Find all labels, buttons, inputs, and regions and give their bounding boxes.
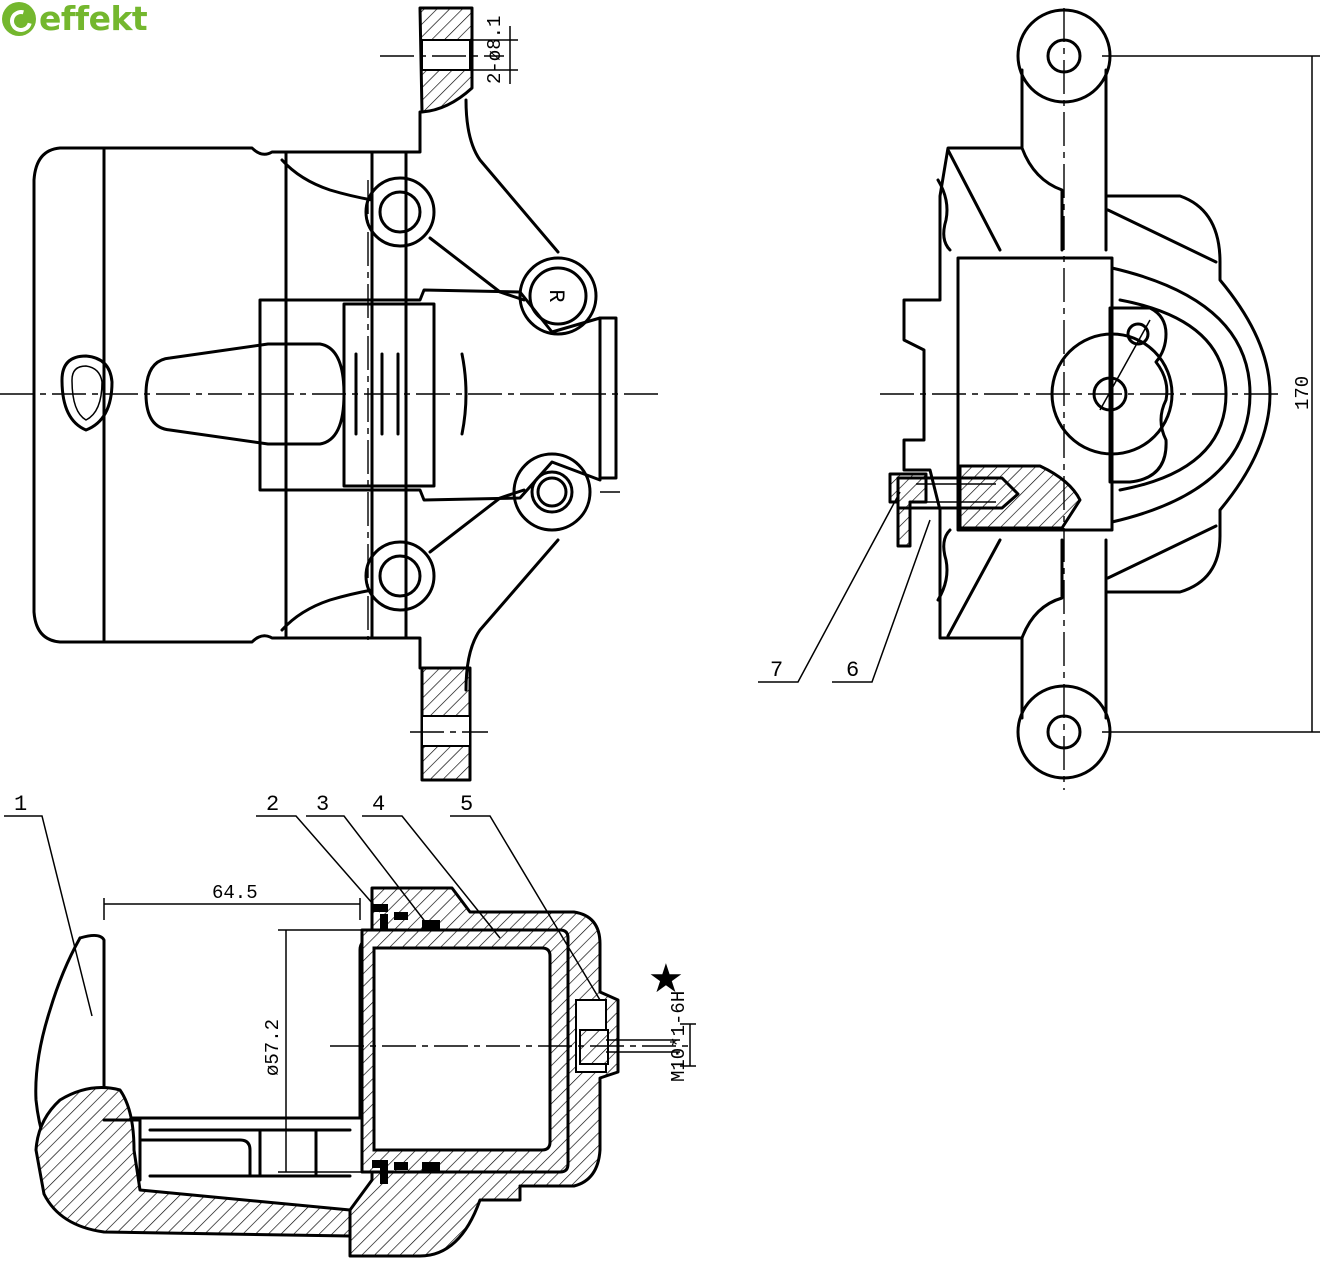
part-label-3: 3 xyxy=(316,792,329,817)
thread-spec-label: M10*1-6H xyxy=(668,991,690,1082)
caliper-housing xyxy=(32,110,422,670)
part-label-7: 7 xyxy=(770,658,783,683)
top-view xyxy=(0,6,660,782)
bleed-boss-r xyxy=(518,256,598,336)
lower-boss xyxy=(512,452,592,532)
part-label-4: 4 xyxy=(372,792,385,817)
part-label-6: 6 xyxy=(846,658,859,683)
brand-name: effekt xyxy=(39,0,148,38)
effekt-logo-icon xyxy=(2,2,36,36)
part-label-5: 5 xyxy=(460,792,473,817)
lower-guide-boss xyxy=(364,540,436,612)
star-icon: ★ xyxy=(648,956,684,1002)
bleed-screw-cap xyxy=(888,472,928,548)
part-label-1: 1 xyxy=(14,792,27,817)
side-view xyxy=(758,8,1320,790)
hole-spec-label: 2-ø8.1 xyxy=(484,16,506,84)
section-view xyxy=(4,815,696,1258)
part-label-2: 2 xyxy=(266,792,279,817)
piston-housing xyxy=(258,288,602,502)
upper-guide-boss xyxy=(364,176,436,248)
brand-logo: effekt xyxy=(2,0,148,38)
bore-dimension: ø57.2 xyxy=(262,1019,284,1076)
rotation-mark: R xyxy=(543,289,568,302)
height-dimension: 170 xyxy=(1292,376,1314,410)
handbrake-lever xyxy=(144,342,346,446)
depth-dimension: 64.5 xyxy=(212,882,258,904)
